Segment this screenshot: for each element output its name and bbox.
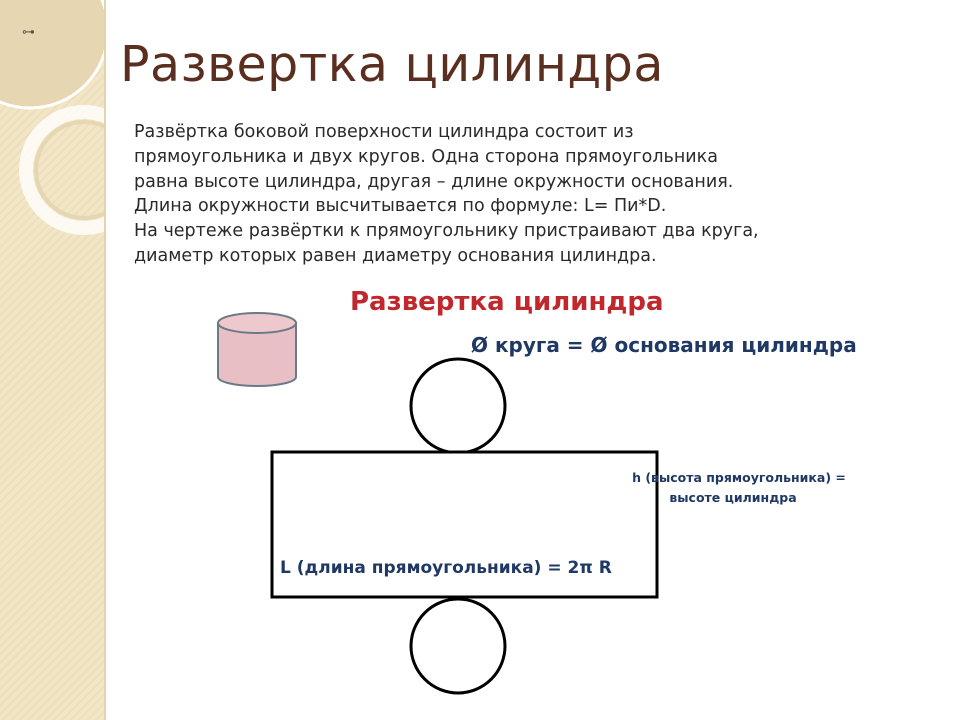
side-strip-border	[104, 0, 106, 720]
body-line: Развёртка боковой поверхности цилиндра с…	[134, 122, 634, 142]
height-label-continued: высоте цилиндра	[669, 490, 796, 505]
decorative-ring	[0, 0, 106, 110]
decorative-ring	[34, 120, 106, 220]
body-line: диаметр которых равен диаметру основания…	[134, 245, 657, 266]
cylinder-icon	[217, 312, 297, 387]
length-label: L (длина прямоугольника) = 2π R	[280, 558, 612, 578]
cylinder-top	[217, 312, 297, 334]
bottom-base-circle	[409, 597, 507, 695]
body-line: прямоугольника и двух кругов. Одна сторо…	[134, 146, 718, 167]
slide-body-text: Развёртка боковой поверхности цилиндра с…	[134, 120, 914, 269]
lateral-surface-rectangle	[270, 450, 659, 599]
key-arrow-icon: ⊶	[22, 25, 35, 40]
diagram-title: Развертка цилиндра	[350, 287, 664, 317]
decorative-side-strip	[0, 0, 106, 720]
top-base-circle	[409, 357, 507, 455]
body-line: Длина окружности высчитывается по формул…	[134, 196, 667, 217]
slide-title: Развертка цилиндра	[120, 36, 664, 93]
circle-diameter-note: Ø круга = Ø основания цилиндра	[471, 333, 857, 357]
decorative-ring	[19, 105, 106, 235]
body-line: На чертеже развёртки к прямоугольнику пр…	[134, 221, 759, 242]
decorative-rings	[0, 0, 106, 235]
height-label: h (высота прямоугольника) =	[632, 470, 846, 485]
body-line: равна высоте цилиндра, другая – длине ок…	[134, 171, 734, 192]
cylinder-body	[217, 322, 297, 387]
